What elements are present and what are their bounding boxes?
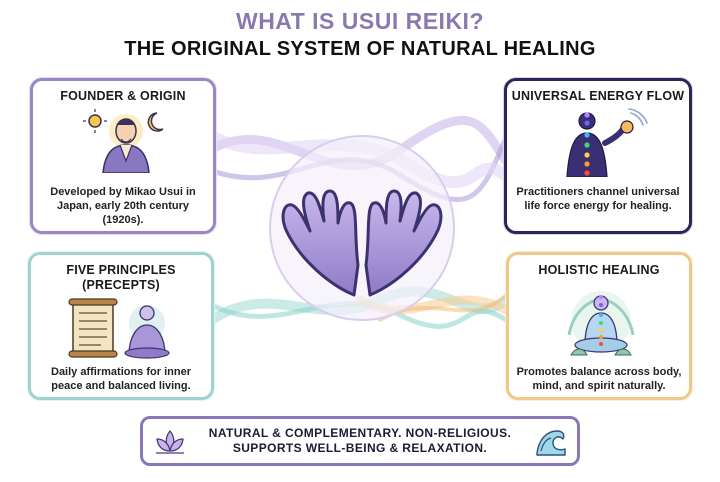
card-holistic-healing: HOLISTIC HEALING Promotes balance across… xyxy=(506,252,692,400)
banner-text: NATURAL & COMPLEMENTARY. NON-RELIGIOUS. … xyxy=(195,426,525,456)
card-universal-energy: UNIVERSAL ENERGY FLOW Practitioners chan… xyxy=(504,78,692,234)
page-subtitle: THE ORIGINAL SYSTEM OF NATURAL HEALING xyxy=(124,38,596,60)
banner-line-1: NATURAL & COMPLEMENTARY. NON-RELIGIOUS. xyxy=(208,426,512,440)
page-title: WHAT IS USUI REIKI? xyxy=(235,8,484,34)
wave-icon xyxy=(536,430,566,456)
card-title: UNIVERSAL ENERGY FLOW xyxy=(511,89,685,103)
open-hands-icon xyxy=(281,189,443,297)
founder-portrait-icon xyxy=(83,109,164,173)
scroll-buddha-icon xyxy=(68,298,170,359)
card-title: HOLISTIC HEALING xyxy=(538,263,660,277)
card-title: FIVE PRINCIPLES (PRECEPTS) xyxy=(66,263,176,292)
card-description: Promotes balance across body, mind, and … xyxy=(516,366,682,392)
banner-line-2: SUPPORTS WELL-BEING & RELAXATION. xyxy=(232,441,488,455)
card-description: Developed by Mikao Usui in Japan, early … xyxy=(50,186,196,226)
card-title: FOUNDER & ORIGIN xyxy=(60,89,186,103)
footer-banner: NATURAL & COMPLEMENTARY. NON-RELIGIOUS. … xyxy=(140,416,580,466)
card-five-principles: FIVE PRINCIPLES (PRECEPTS) Daily affirma… xyxy=(28,252,214,400)
card-description: Practitioners channel universal life for… xyxy=(516,186,680,212)
card-founder-origin: FOUNDER & ORIGIN Developed by Mikao Usui… xyxy=(30,78,216,234)
energy-figure-icon xyxy=(566,108,648,177)
meditation-chakra-icon xyxy=(567,291,635,356)
card-description: Daily affirmations for inner peace and b… xyxy=(51,366,191,392)
lotus-icon xyxy=(156,430,184,454)
